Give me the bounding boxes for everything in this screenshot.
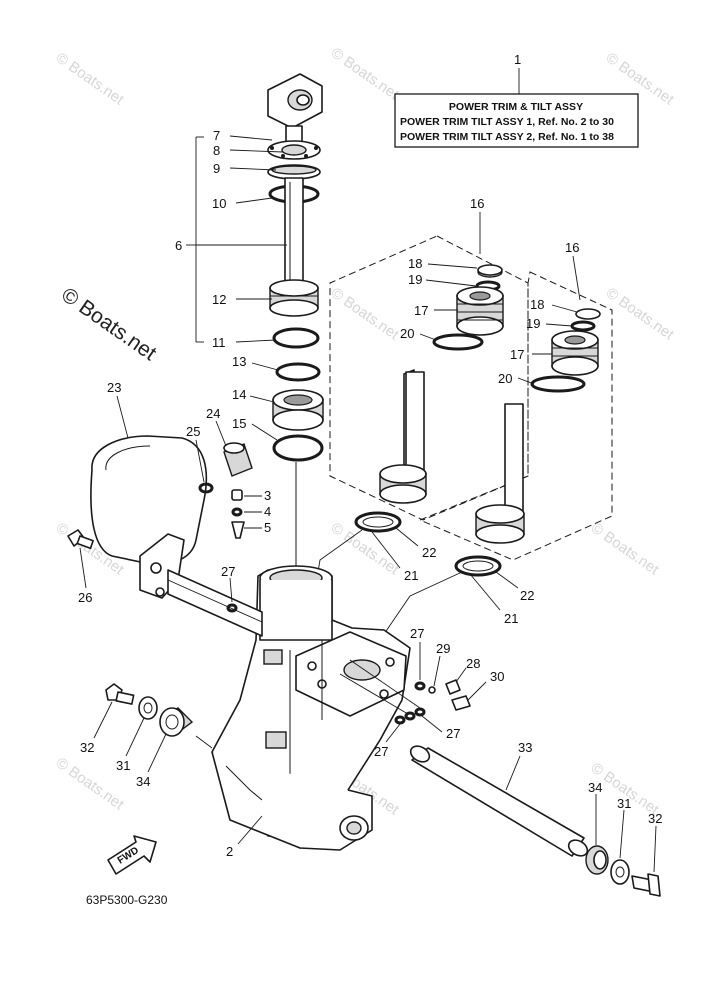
callout-12: 12 <box>212 292 226 307</box>
callout-1: 1 <box>514 52 521 67</box>
callout-2: 2 <box>226 844 233 859</box>
callout-17b: 17 <box>510 347 524 362</box>
callout-33: 33 <box>518 740 532 755</box>
callout-18a: 18 <box>408 256 422 271</box>
callout-22b: 22 <box>520 588 534 603</box>
callout-15: 15 <box>232 416 246 431</box>
callout-25: 25 <box>186 424 200 439</box>
title-heading: POWER TRIM & TILT ASSY <box>449 101 583 113</box>
valve-parts <box>231 489 262 539</box>
callout-21b: 21 <box>504 611 518 626</box>
callout-20b: 20 <box>498 371 512 386</box>
callout-21a: 21 <box>404 568 418 583</box>
callout-32a: 32 <box>80 740 94 755</box>
callout-bracket-6 <box>186 135 287 441</box>
callout-26: 26 <box>78 590 92 605</box>
callout-34b: 34 <box>588 780 602 795</box>
trim-cylinder-groups <box>317 212 613 641</box>
callout-20a: 20 <box>400 326 414 341</box>
title-line-1: POWER TRIM TILT ASSY 1, Ref. No. 2 to 30 <box>400 116 614 128</box>
callout-14: 14 <box>232 387 246 402</box>
callout-4: 4 <box>264 504 271 519</box>
callout-19a: 19 <box>408 272 422 287</box>
callout-16a: 16 <box>470 196 484 211</box>
diagram-code: 63P5300-G230 <box>86 893 168 907</box>
title-box: 1 POWER TRIM & TILT ASSY POWER TRIM TILT… <box>394 52 639 148</box>
watermark: © Boats.net <box>588 519 663 578</box>
callout-31a: 31 <box>116 758 130 773</box>
callout-22a: 22 <box>422 545 436 560</box>
title-line-2: POWER TRIM TILT ASSY 2, Ref. No. 1 to 38 <box>400 131 614 143</box>
callout-5: 5 <box>264 520 271 535</box>
callout-18b: 18 <box>530 297 544 312</box>
callout-27c: 27 <box>446 726 460 741</box>
pump-housing <box>167 565 411 851</box>
callout-16b: 16 <box>565 240 579 255</box>
watermark: © Boats.net <box>328 284 403 343</box>
callout-27b: 27 <box>410 626 424 641</box>
callout-6: 6 <box>175 238 182 253</box>
callout-11: 11 <box>212 335 226 350</box>
callout-3: 3 <box>264 488 271 503</box>
callout-9: 9 <box>213 161 220 176</box>
callout-17a: 17 <box>414 303 428 318</box>
callout-31b: 31 <box>617 796 631 811</box>
motor-cover <box>90 395 253 599</box>
callout-7: 7 <box>213 128 220 143</box>
callout-labels: 2 3 4 5 6 7 8 9 10 11 12 13 14 15 16 16 … <box>78 128 662 859</box>
callout-27d: 27 <box>374 744 388 759</box>
tilt-cylinder-rod-assembly <box>267 73 324 585</box>
tilt-shaft-hardware <box>93 683 661 897</box>
callout-30: 30 <box>490 669 504 684</box>
callout-19b: 19 <box>526 316 540 331</box>
callout-23: 23 <box>107 380 121 395</box>
callout-8: 8 <box>213 143 220 158</box>
watermark: © Boats.net <box>53 49 128 108</box>
watermark: © Boats.net <box>328 44 403 103</box>
fwd-arrow: FWD <box>107 835 157 875</box>
callout-28: 28 <box>466 656 480 671</box>
callout-24: 24 <box>206 406 220 421</box>
right-small-parts <box>226 577 487 743</box>
watermark: © Boats.net <box>603 284 678 343</box>
callout-29: 29 <box>436 641 450 656</box>
bolt-26 <box>67 529 94 589</box>
watermark-main: © Boats.net <box>57 283 160 365</box>
callout-10: 10 <box>212 196 226 211</box>
callout-34a: 34 <box>136 774 150 789</box>
callout-27a: 27 <box>221 564 235 579</box>
callout-13: 13 <box>232 354 246 369</box>
callout-32b: 32 <box>648 811 662 826</box>
